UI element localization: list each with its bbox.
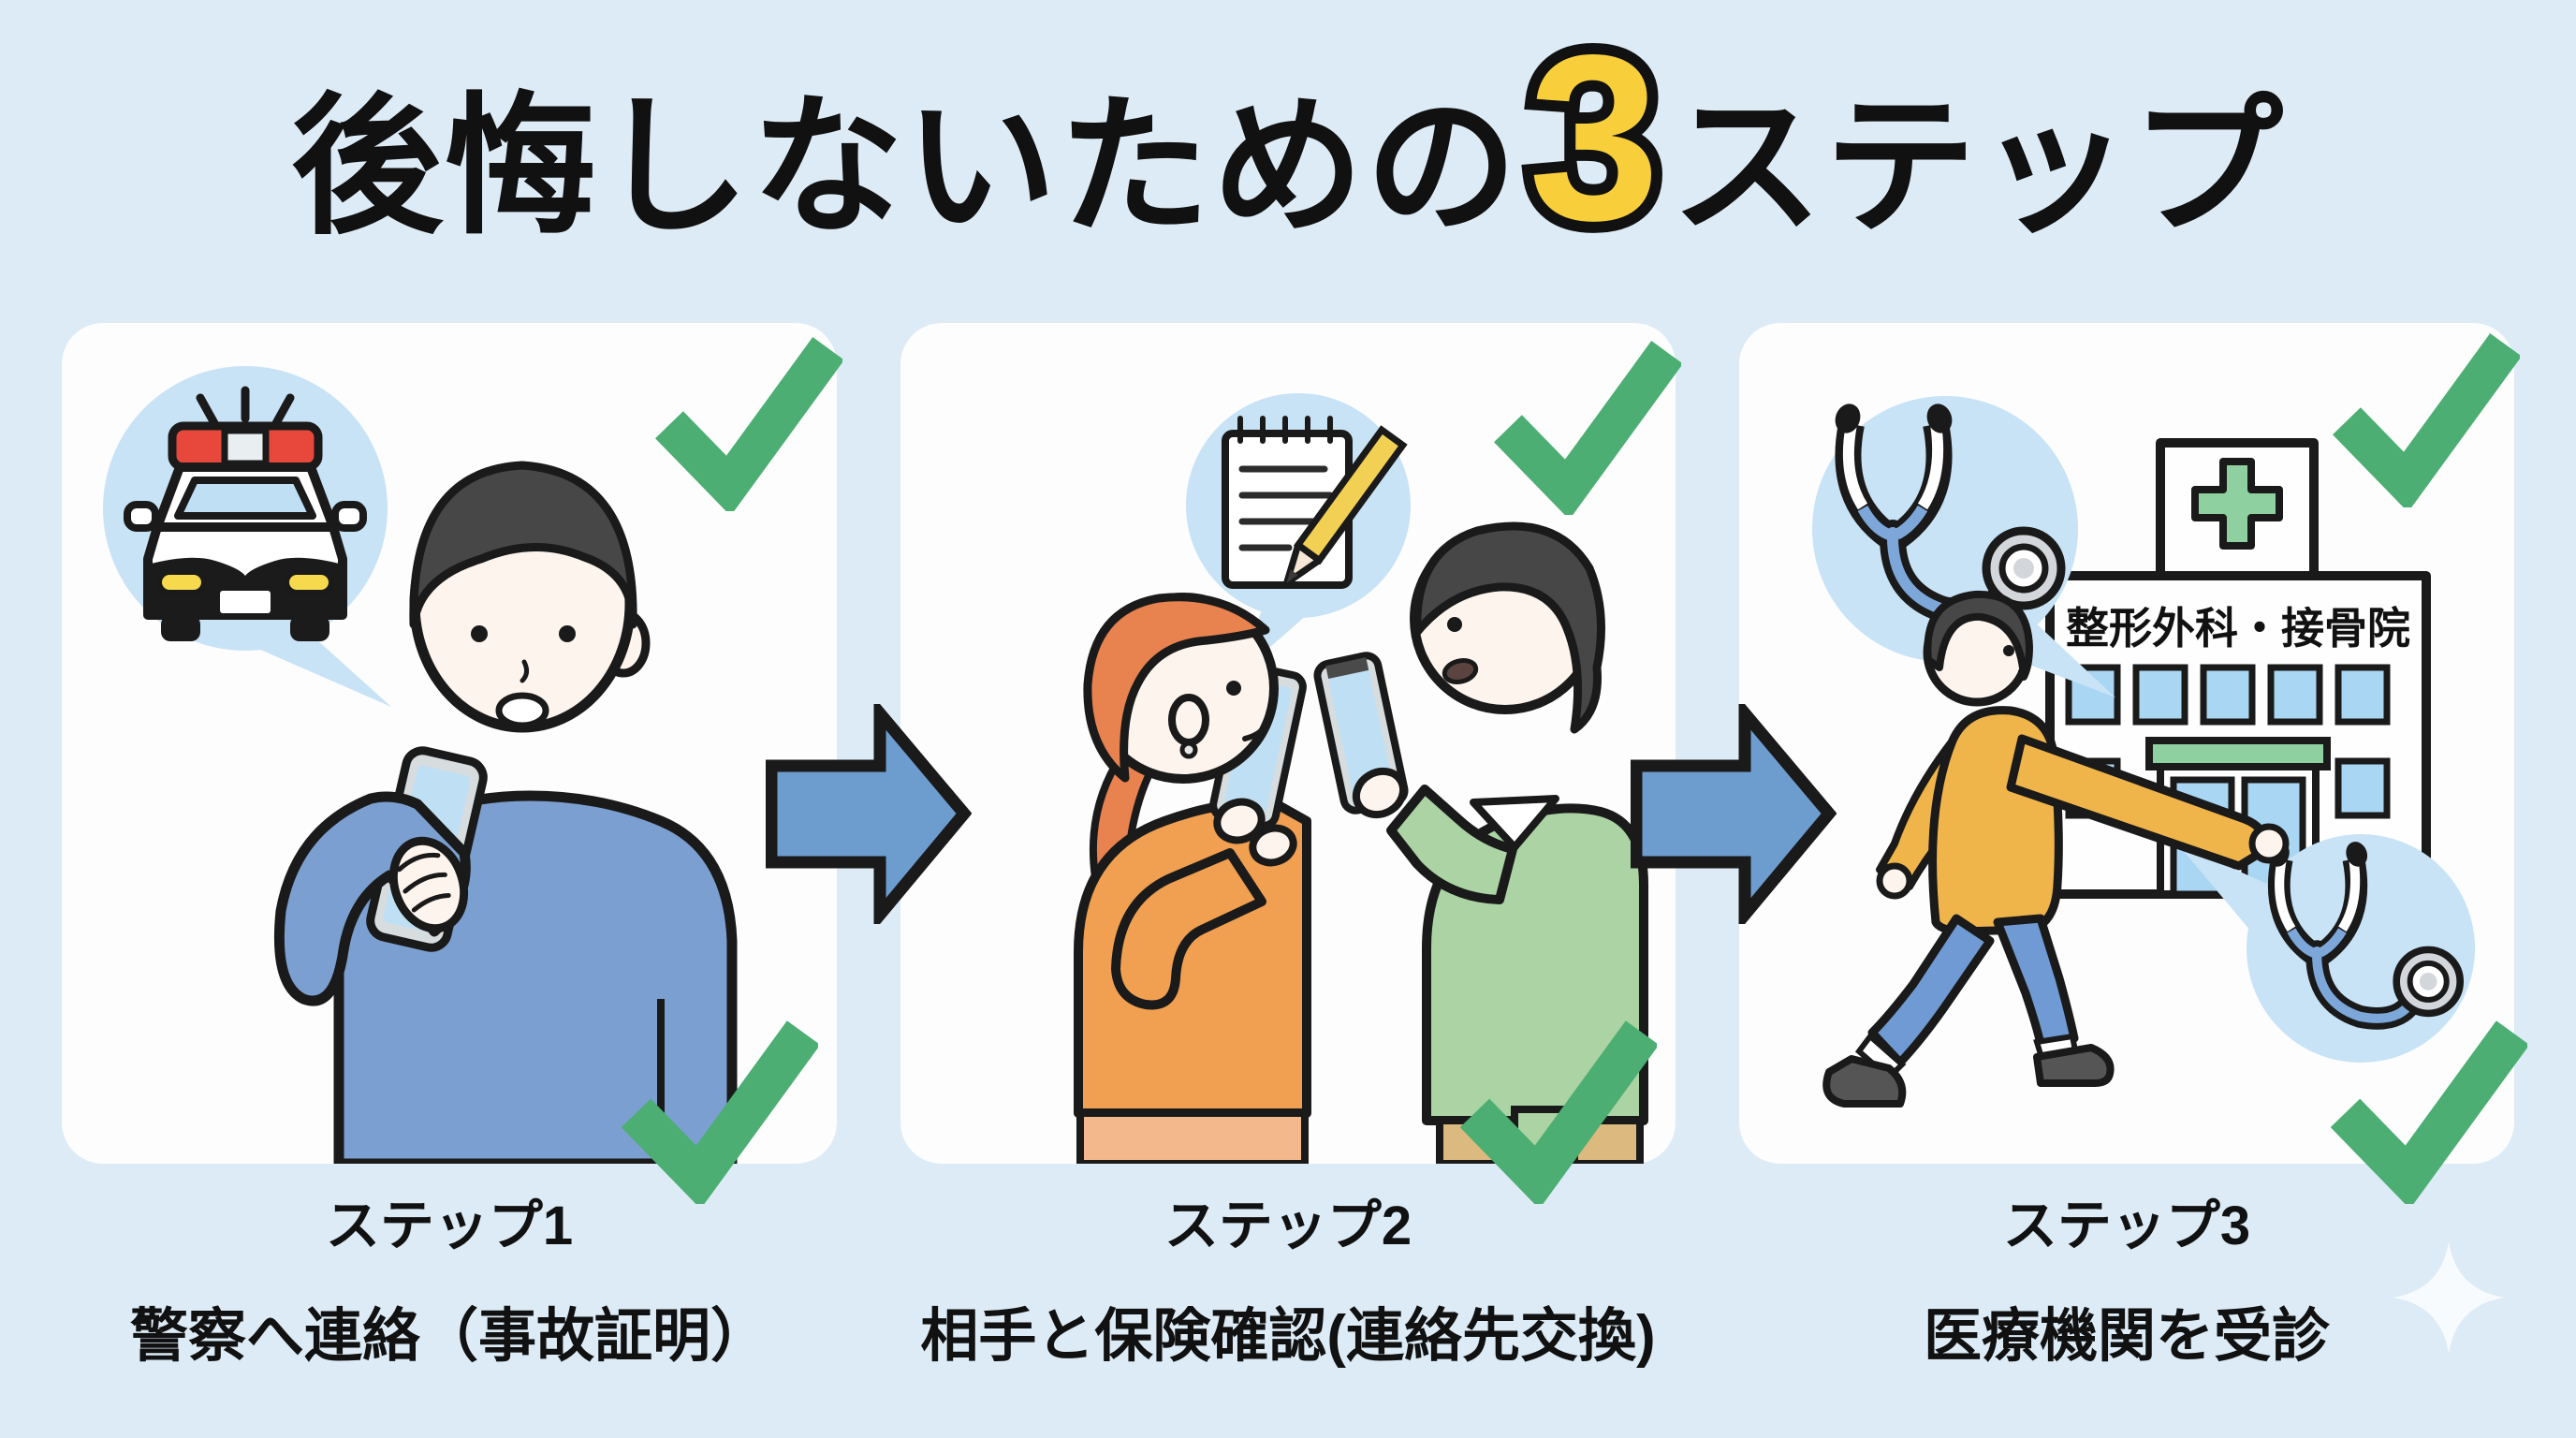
arrow-right-icon: [766, 704, 972, 924]
step-1-illustration: [103, 366, 738, 1164]
walking-man-illustration: [1822, 590, 2290, 1108]
police-car-icon: [124, 386, 367, 641]
step-3-illustration: 整形外科・接骨院: [1812, 323, 2475, 1108]
title-prefix: 後悔しないための: [290, 82, 1519, 252]
sparkle-icon: [2393, 1241, 2505, 1354]
step-3-caption: ステップ3 医療機関を受診: [1739, 1181, 2514, 1372]
step-1-caption: ステップ1 警察へ連絡（事故証明）: [62, 1181, 837, 1372]
medical-cross-icon: [2191, 458, 2283, 550]
title-suffix: ステップ: [1671, 82, 2286, 252]
arrow-right-icon: [1631, 704, 1837, 924]
checkmark-icon: [2333, 333, 2520, 507]
notepad-speech-bubble: [1186, 393, 1411, 674]
step-3-label: ステップ3: [2002, 1196, 2251, 1256]
step-1-label: ステップ1: [325, 1196, 574, 1256]
checkmark-icon: [1494, 341, 1681, 515]
step-2-description: 相手と保険確認(連絡先交換): [920, 1304, 1656, 1369]
police-speech-bubble: [103, 366, 391, 707]
woman-illustration: [1074, 593, 1311, 1164]
stethoscope-bubble-bottom: [2177, 834, 2475, 1063]
step-1-description: 警察へ連絡（事故証明）: [129, 1304, 768, 1369]
man-calling-illustration: [273, 461, 738, 1164]
checkmark-icon: [655, 337, 842, 511]
clinic-sign: 整形外科・接骨院: [2066, 604, 2410, 653]
step-2-label: ステップ2: [1164, 1196, 1412, 1256]
clinic-awning: [2145, 737, 2331, 770]
page-title: 後悔しないための 3 3 ステップ: [0, 7, 2576, 270]
step-3-description: 医療機関を受診: [1923, 1304, 2330, 1369]
title-number: 3 3: [1517, 7, 1671, 270]
checkmark-icon: [622, 1020, 818, 1204]
checkmark-icon: [1460, 1020, 1657, 1204]
notepad-pencil-icon: [1222, 416, 1408, 589]
step-2-panel: [900, 323, 1676, 1164]
title-number-fill: 3: [1528, 7, 1662, 270]
step-2-caption: ステップ2 相手と保険確認(連絡先交換): [900, 1181, 1676, 1372]
checkmark-icon: [2331, 1020, 2527, 1204]
title-number-outline: 3: [1517, 7, 1671, 270]
step-2-illustration: [1074, 393, 1648, 1164]
